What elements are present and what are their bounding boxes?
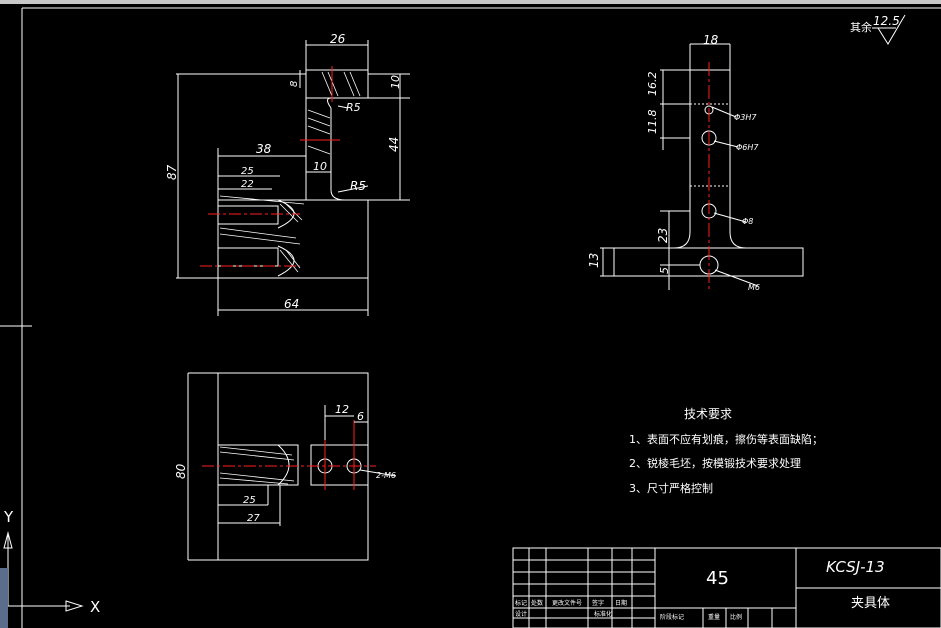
svg-text:87: 87 (165, 164, 179, 180)
svg-text:8: 8 (289, 81, 300, 87)
svg-text:其余: 其余 (850, 20, 872, 34)
svg-text:10: 10 (313, 160, 327, 173)
svg-text:Φ3H7: Φ3H7 (734, 113, 757, 122)
top-view (188, 372, 369, 561)
svg-text:X: X (90, 598, 100, 616)
side-dimension-text: 18 16.2 11.8 Φ3H7 Φ6H7 Φ8 23 13 5 M6 (587, 33, 760, 292)
svg-text:阶段标记: 阶段标记 (660, 613, 684, 621)
svg-text:64: 64 (284, 297, 299, 311)
svg-text:Φ8: Φ8 (742, 217, 753, 226)
svg-text:26: 26 (330, 32, 346, 46)
top-dimension-lines (187, 373, 397, 560)
svg-text:Y: Y (3, 508, 14, 526)
front-hatch (219, 71, 361, 273)
svg-text:更改文件号: 更改文件号 (552, 599, 582, 607)
drawing-number: KCSJ-13 (826, 558, 885, 576)
svg-text:16.2: 16.2 (646, 72, 659, 97)
ucs-labels: Y X (3, 508, 100, 616)
svg-text:18: 18 (703, 33, 719, 47)
svg-text:80: 80 (174, 463, 188, 479)
top-hatch (219, 446, 295, 485)
svg-text:23: 23 (656, 228, 670, 243)
svg-text:设计: 设计 (515, 610, 527, 618)
tech-req-title: 技术要求 (684, 407, 732, 421)
tech-req-item: 1、表面不应有划痕，擦伤等表面缺陷； (629, 432, 823, 446)
svg-text:44: 44 (387, 137, 401, 152)
front-centerlines (200, 66, 340, 267)
svg-text:12.5: 12.5 (873, 14, 900, 28)
svg-text:13: 13 (587, 253, 601, 268)
svg-text:比例: 比例 (730, 613, 742, 621)
front-dimension-text: 26 10 8 R5 87 38 25 22 10 R5 44 64 (165, 32, 402, 311)
window-top-bar (0, 0, 941, 4)
svg-text:25: 25 (241, 166, 254, 177)
svg-text:11.8: 11.8 (646, 110, 659, 135)
top-dimension-text: 12 6 80 25 27 2-M6 (174, 403, 396, 524)
svg-text:M6: M6 (748, 283, 760, 292)
top-centerlines (202, 420, 376, 490)
svg-text:标记: 标记 (515, 599, 527, 607)
tech-req-item: 2、锐棱毛坯，按模锻技术要求处理 (629, 456, 801, 470)
svg-text:标准化: 标准化 (594, 610, 612, 618)
svg-text:Φ6H7: Φ6H7 (736, 143, 759, 152)
side-dimension-lines (600, 43, 759, 290)
svg-text:6: 6 (357, 410, 364, 423)
drawing-frame (0, 7, 941, 628)
svg-text:27: 27 (247, 513, 260, 524)
tech-req-item: 3、尺寸严格控制 (629, 481, 713, 495)
svg-text:10: 10 (389, 75, 402, 89)
svg-text:R5: R5 (346, 101, 361, 114)
part-name: 夹具体 (851, 596, 890, 611)
svg-text:25: 25 (243, 495, 256, 506)
front-dimension-lines (177, 44, 401, 311)
technical-requirements: 技术要求 1、表面不应有划痕，擦伤等表面缺陷； 2、锐棱毛坯，按模锻技术要求处理… (629, 407, 823, 495)
svg-text:5: 5 (658, 267, 671, 274)
svg-text:处数: 处数 (531, 599, 543, 607)
ucs-icon (3, 531, 84, 612)
svg-text:R5: R5 (350, 179, 366, 193)
svg-text:重量: 重量 (708, 613, 720, 621)
svg-text:12: 12 (335, 403, 349, 416)
svg-text:22: 22 (241, 179, 254, 190)
svg-text:签字: 签字 (592, 599, 604, 607)
side-toolbar-fragment (0, 568, 8, 628)
title-block (512, 547, 941, 628)
roughness-symbol: 其余 12.5 (850, 14, 906, 45)
material-label: 45 (706, 568, 729, 589)
svg-text:日期: 日期 (615, 599, 627, 607)
svg-text:2-M6: 2-M6 (376, 471, 396, 480)
title-block-text: 45 KCSJ-13 夹具体 标记 处数 更改文件号 签字 日期 标准化 阶段标… (515, 558, 890, 621)
svg-text:38: 38 (256, 142, 272, 156)
